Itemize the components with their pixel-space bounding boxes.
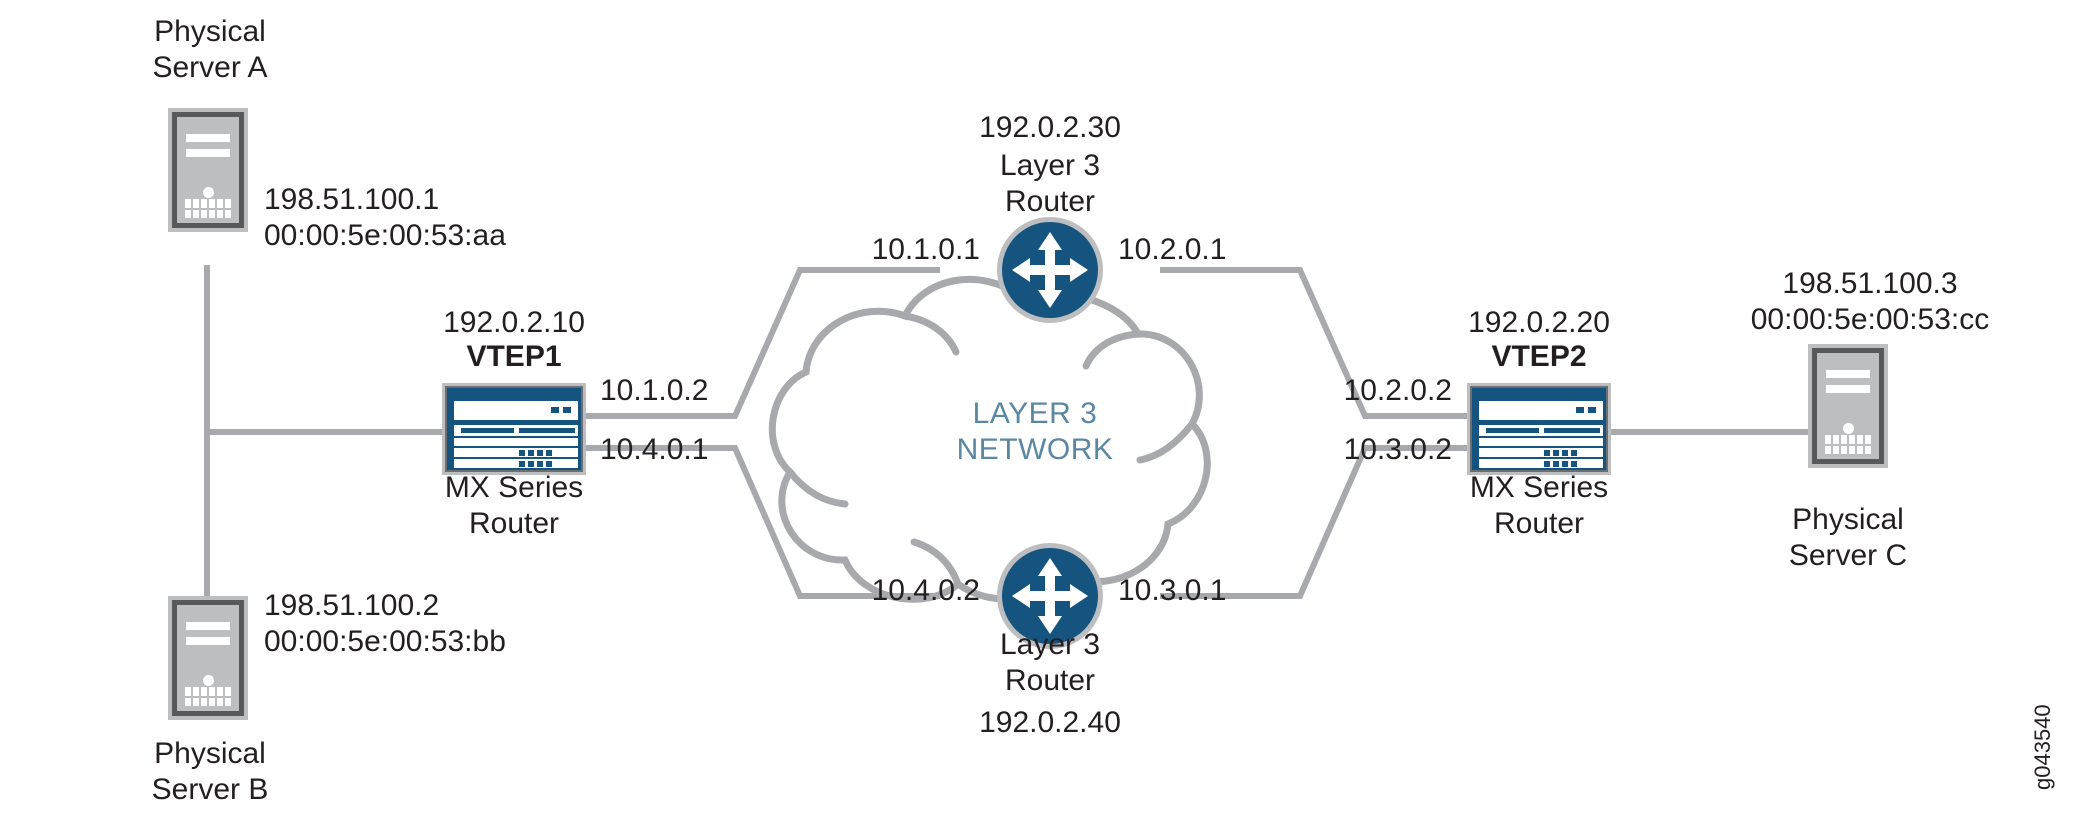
power-led-icon (1843, 423, 1854, 434)
port-icon (1544, 450, 1550, 456)
vtep2-loopback: 192.0.2.20 (1468, 306, 1610, 339)
vtep1-loopback: 192.0.2.10 (443, 306, 585, 339)
router-bottom-loopback: 192.0.2.40 (979, 706, 1121, 739)
router-faceplate (1479, 401, 1603, 420)
status-led-icon (563, 407, 571, 413)
vent-grille-icon (1825, 435, 1871, 454)
port-icon (537, 450, 543, 456)
port-icon (537, 461, 543, 467)
port-icon (1544, 461, 1550, 467)
line-card-strip (1544, 428, 1600, 433)
four-way-arrow-icon (1012, 558, 1088, 634)
line-card-strip (519, 428, 575, 433)
link-router-bottom-to-vtep2 (1160, 445, 1470, 599)
vtep2-interface-2: 10.3.0.2 (1343, 433, 1452, 466)
power-led-icon (203, 675, 214, 686)
router-faceplate (1479, 425, 1603, 436)
port-icon (546, 461, 552, 467)
vtep1-interface-1: 10.1.0.2 (600, 374, 709, 407)
figure-id-watermark: g043540 (2030, 704, 2055, 790)
router-bottom-right-interface: 10.3.0.1 (1118, 574, 1227, 607)
port-icon (1553, 450, 1559, 456)
router-faceplate (1479, 459, 1603, 468)
vent-grille-icon (185, 199, 231, 218)
cloud-outline (768, 275, 1211, 603)
server-bay-bar (186, 149, 230, 157)
vtep2-icon[interactable] (1470, 386, 1608, 472)
four-way-arrow-icon (1012, 232, 1088, 308)
port-icon (519, 461, 525, 467)
router-faceplate (454, 401, 578, 420)
server-c-icon[interactable] (1812, 348, 1884, 464)
server-bay-bar (186, 622, 230, 630)
port-icon (1562, 461, 1568, 467)
router-faceplate (454, 459, 578, 468)
status-led-icon (1576, 407, 1584, 413)
line-card-strip (461, 428, 514, 433)
link-vtep1-to-router-bottom (583, 445, 940, 599)
port-icon (1571, 450, 1577, 456)
router-faceplate (454, 448, 578, 457)
link-vtep1-to-router-top (583, 267, 940, 419)
port-icon (1562, 450, 1568, 456)
router-bottom-icon[interactable] (1002, 548, 1098, 644)
router-top-left-interface: 10.1.0.1 (871, 233, 980, 266)
port-icon (519, 450, 525, 456)
vtep2-name: VTEP2 (1491, 340, 1587, 373)
vent-grille-icon (185, 687, 231, 706)
router-faceplate (1479, 438, 1603, 446)
router-faceplate (1479, 448, 1603, 457)
router-faceplate (454, 438, 578, 446)
server-bay-bar (1826, 370, 1870, 378)
server-bay-bar (1826, 385, 1870, 393)
port-icon (546, 450, 552, 456)
server-a-icon[interactable] (172, 112, 244, 228)
link-router-top-to-vtep2 (1160, 267, 1470, 419)
vtep2-interface-1: 10.2.0.2 (1343, 374, 1452, 407)
server-bay-bar (186, 637, 230, 645)
vtep1-interface-2: 10.4.0.1 (600, 433, 709, 466)
server-bay-bar (186, 134, 230, 142)
router-bottom-left-interface: 10.4.0.2 (871, 574, 980, 607)
router-top-icon[interactable] (1002, 222, 1098, 318)
router-faceplate (454, 425, 578, 436)
port-icon (1571, 461, 1577, 467)
vtep1-icon[interactable] (445, 386, 583, 472)
port-icon (528, 461, 534, 467)
status-led-icon (1588, 407, 1596, 413)
status-led-icon (551, 407, 559, 413)
server-b-icon[interactable] (172, 600, 244, 716)
vtep1-name: VTEP1 (466, 340, 562, 373)
power-led-icon (203, 187, 214, 198)
port-icon (1553, 461, 1559, 467)
port-icon (528, 450, 534, 456)
line-card-strip (1486, 428, 1539, 433)
router-top-loopback: 192.0.2.30 (979, 111, 1121, 144)
router-top-right-interface: 10.2.0.1 (1118, 233, 1227, 266)
